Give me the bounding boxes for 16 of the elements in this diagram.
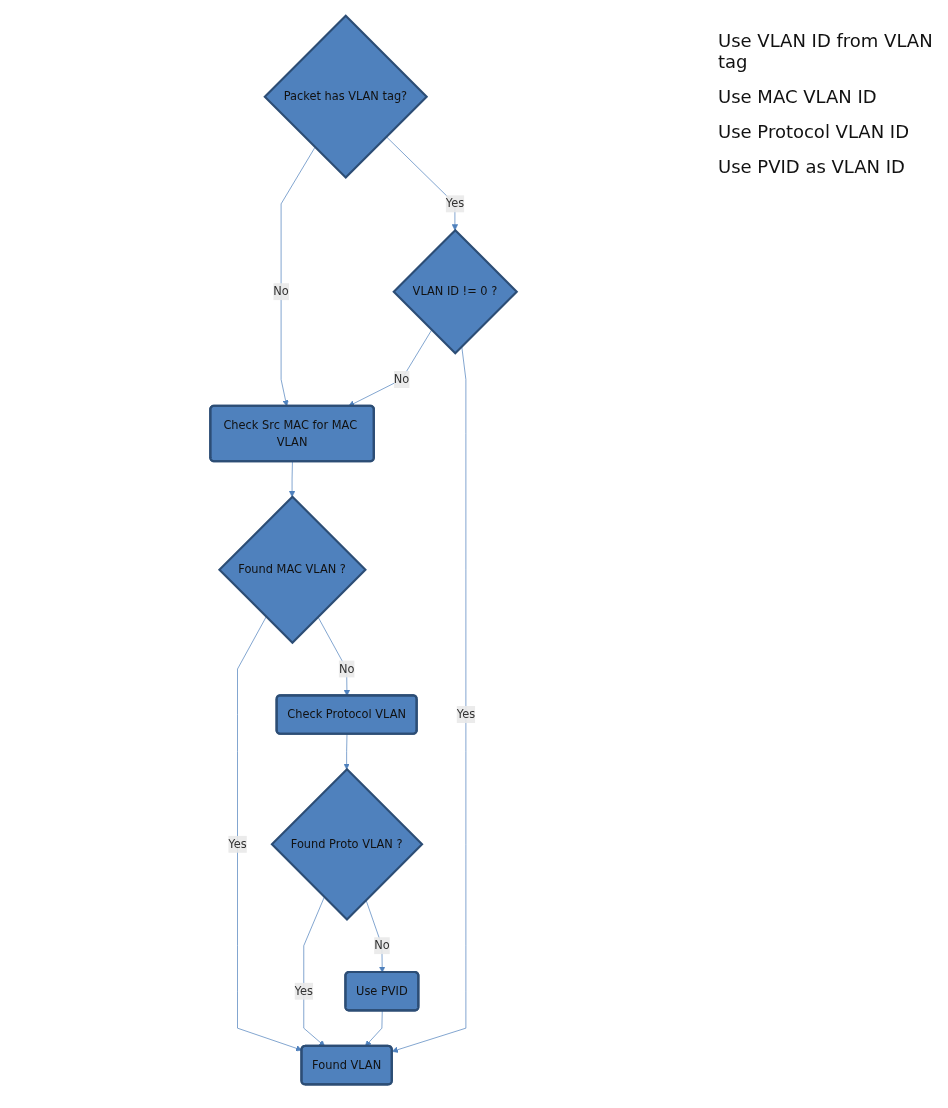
note-text: Use MAC VLAN ID [718,86,878,107]
note-text: Use Protocol VLAN ID [718,121,911,142]
edge-label: No [394,372,410,386]
edge-label: Yes [228,837,248,851]
edge-label: No [374,938,391,953]
edge-label: Yes [446,196,465,211]
node-diamond: Found MAC VLAN ? [218,495,368,645]
edge-label: Yes [295,984,314,998]
edge-label: Yes [457,707,476,721]
node-diamond: Found Proto VLAN ? [270,767,424,921]
edge-label: No [339,661,355,676]
node-diamond: Packet has VLAN tag? [263,14,429,180]
edge-label: No [273,284,290,299]
node-diamond: VLAN ID != 0 ? [392,228,519,355]
note-text: Use PVID as VLAN ID [718,156,906,177]
note-text: Use VLAN ID from VLAN tag [718,30,934,72]
